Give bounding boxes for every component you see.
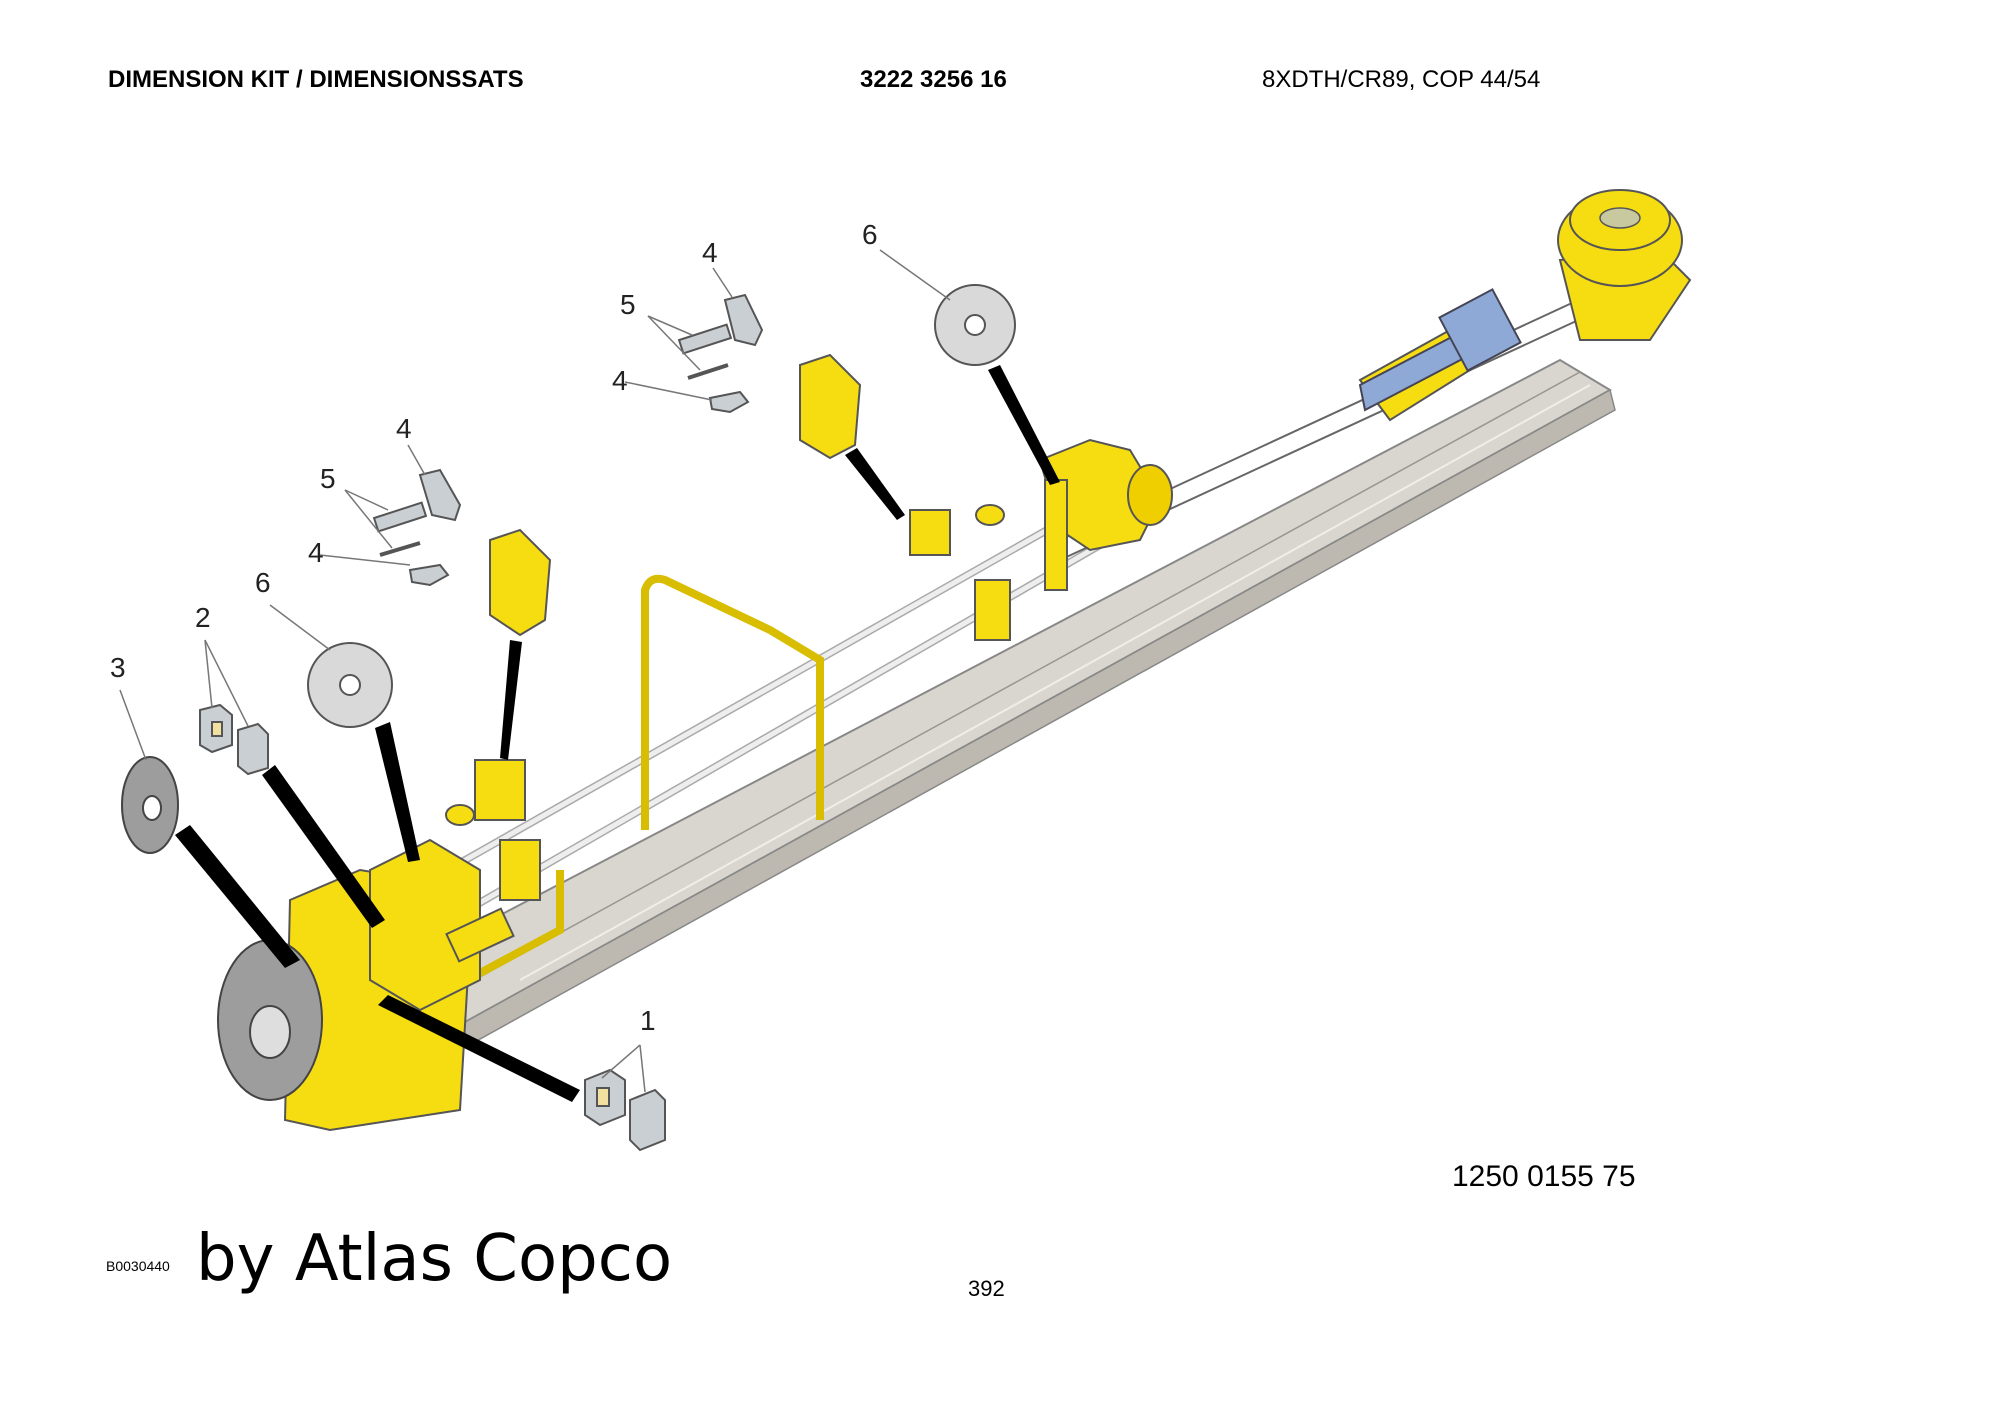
brand-watermark: by Atlas Copco bbox=[196, 1222, 673, 1296]
hose-drum bbox=[1557, 189, 1692, 341]
callout-label: 6 bbox=[255, 567, 271, 598]
leader-lines bbox=[175, 365, 1060, 1102]
callout-labels: 1 2 3 4 5 4 4 5 4 6 6 bbox=[110, 219, 878, 1036]
centralizer bbox=[1038, 438, 1173, 591]
rear-carriage bbox=[217, 838, 515, 1132]
guide-body-right bbox=[799, 353, 862, 460]
document-title: DIMENSION KIT / DIMENSIONSSATS bbox=[108, 66, 524, 93]
callout-label: 4 bbox=[612, 365, 628, 396]
part-4-5-left-group bbox=[372, 468, 462, 587]
callout-label: 1 bbox=[640, 1005, 656, 1036]
callout-label: 6 bbox=[862, 219, 878, 250]
part-4-5-right-group bbox=[677, 293, 764, 414]
callout-label: 2 bbox=[195, 602, 211, 633]
callout-leaders bbox=[119, 249, 951, 1093]
callout-label: 5 bbox=[620, 289, 636, 320]
part-2-plates bbox=[199, 703, 269, 776]
guide-body-left bbox=[489, 528, 552, 637]
callout-label: 4 bbox=[396, 413, 412, 444]
part-6-star-washer-left bbox=[307, 642, 393, 728]
part-number: 3222 3256 16 bbox=[860, 66, 1007, 93]
callout-label: 4 bbox=[308, 537, 324, 568]
drawing-id: B0030440 bbox=[106, 1258, 170, 1274]
rock-drill bbox=[1358, 288, 1522, 422]
callout-label: 3 bbox=[110, 652, 126, 683]
page-number: 392 bbox=[968, 1276, 1005, 1301]
callout-label: 4 bbox=[702, 237, 718, 268]
part-3-washer bbox=[121, 756, 179, 854]
reference-number: 1250 0155 75 bbox=[1452, 1160, 1636, 1193]
model-designation: 8XDTH/CR89, COP 44/54 bbox=[1262, 66, 1541, 93]
part-1-plates bbox=[584, 1068, 666, 1152]
callout-label: 5 bbox=[320, 463, 336, 494]
mid-guide-assembly bbox=[445, 504, 1011, 901]
part-6-star-washer-right bbox=[934, 284, 1016, 366]
feed-beam bbox=[298, 358, 1616, 1102]
